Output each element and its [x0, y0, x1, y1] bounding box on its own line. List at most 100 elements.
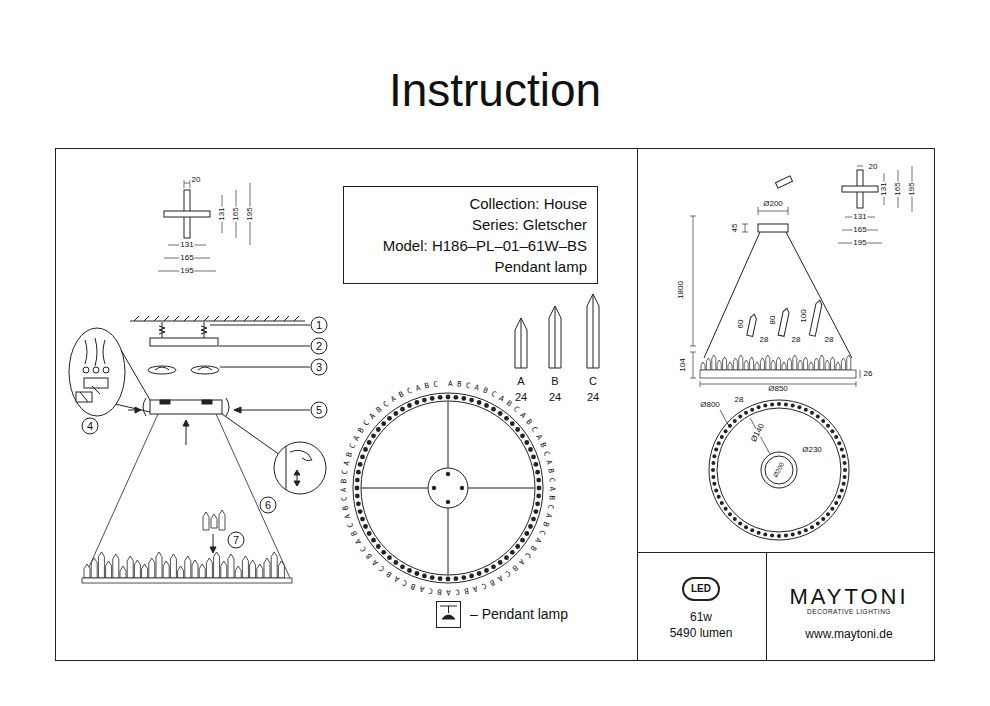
crystal: [706, 358, 710, 370]
crystal-bead: [791, 533, 795, 537]
dimension-label: 1800: [677, 280, 685, 300]
crystal-bead: [524, 531, 529, 536]
callout-circles: [210, 325, 310, 326]
crystal-bead: [744, 411, 748, 415]
crystal-beads: [355, 395, 542, 582]
crystal: [120, 566, 126, 578]
crystal-bead: [843, 468, 847, 472]
crystal-bead: [360, 517, 365, 522]
crystal-bead: [810, 411, 814, 415]
crystal-sample: [747, 314, 757, 337]
dimension-label: Ø850: [767, 385, 789, 393]
crystal-bead: [498, 411, 503, 416]
lamp-side-view: [775, 176, 792, 188]
crystal: [723, 357, 727, 370]
lamp-top-view: [709, 400, 849, 540]
crystal-bead: [717, 495, 721, 499]
mount-cross: [842, 186, 878, 192]
crystal-bead: [415, 571, 420, 576]
mount-parts: [155, 367, 212, 370]
crystal-bead: [810, 525, 814, 529]
crystal-bead: [535, 501, 540, 506]
wiring-detail: [85, 338, 105, 366]
dimension-lines: [184, 180, 185, 188]
lumen-text: 5490 lumen: [670, 627, 733, 639]
crystal: [221, 561, 227, 578]
crystal-bead: [524, 440, 529, 445]
lamp-ring-top: [446, 472, 450, 476]
part-letter: B: [551, 376, 558, 387]
crystal-bead: [484, 403, 489, 408]
dimension-lines: [742, 224, 748, 225]
lamp-ring-top: [446, 500, 450, 504]
crystal-bead: [355, 478, 360, 483]
dimension-lines: [690, 216, 696, 217]
crystal: [185, 556, 191, 578]
crystal-bead: [757, 405, 761, 409]
callout-number: 4: [87, 421, 93, 432]
crystal: [820, 355, 824, 370]
callout-number: 5: [316, 405, 322, 416]
ceiling: [130, 316, 305, 321]
callout-number: 6: [265, 500, 271, 511]
crystal-bead: [393, 560, 398, 565]
crystal-bead: [738, 521, 742, 525]
dimension-lines: [693, 352, 694, 378]
callout-circles: [219, 346, 310, 347]
pendant-icon: [448, 606, 449, 613]
crystal-bead: [711, 461, 715, 465]
crystal-bead: [770, 402, 774, 406]
crystal-bead: [837, 495, 841, 499]
crystal-bead: [777, 534, 781, 538]
callout-circles: [311, 402, 327, 418]
lamp-ring-top: [432, 486, 436, 490]
crystal-bead: [712, 482, 716, 486]
dimension-label: 28: [759, 336, 770, 344]
crystal-bead: [469, 574, 474, 579]
dimension-label: 195: [246, 206, 254, 221]
brand-tagline: DECORATIVE LIGHTING: [807, 609, 891, 616]
crystal-bead: [834, 435, 838, 439]
website: www.maytoni.de: [805, 628, 892, 640]
dimension-label: 104: [679, 357, 687, 372]
mount-parts: [150, 338, 218, 346]
crystal: [113, 554, 119, 578]
dimension-label: 165: [852, 226, 867, 234]
wiring-detail: [80, 386, 100, 402]
crystal: [149, 558, 155, 578]
crystal: [170, 554, 176, 578]
dimension-label: 131: [218, 206, 226, 221]
dimension-label: Ø200: [762, 200, 784, 208]
crystal-bead: [728, 512, 732, 516]
crystal: [712, 355, 716, 370]
crystal-bead: [531, 517, 536, 522]
ring-base: [700, 370, 856, 378]
crystal: [278, 561, 284, 578]
crystal-bead: [358, 509, 363, 514]
crystal-bead: [371, 433, 376, 438]
crystal-bead: [515, 427, 520, 432]
crystal-bead: [537, 486, 542, 491]
crystal-bead: [840, 448, 844, 452]
crystal-bead: [381, 421, 386, 426]
crystal-bead: [504, 555, 509, 560]
crystal-bead: [536, 494, 541, 499]
crystal: [163, 561, 169, 578]
dimension-label: 131: [852, 213, 867, 221]
crystal-bead: [843, 475, 847, 479]
crystal-bead: [381, 550, 386, 555]
dimension-label: 45: [731, 223, 739, 234]
crystal-bead: [376, 544, 381, 549]
ceiling: [130, 321, 305, 322]
dimension-lines: [758, 211, 788, 212]
dimension-label: 195: [179, 267, 194, 275]
lamp-top-view: [761, 452, 797, 488]
crystal: [203, 512, 209, 530]
crystal-bead: [717, 441, 721, 445]
crystal-bead: [784, 534, 788, 538]
crystal-bead: [750, 528, 754, 532]
crystal-bead: [842, 482, 846, 486]
crystal-bead: [720, 501, 724, 505]
crystal-bead: [744, 525, 748, 529]
lamp-side-view: [786, 232, 852, 358]
